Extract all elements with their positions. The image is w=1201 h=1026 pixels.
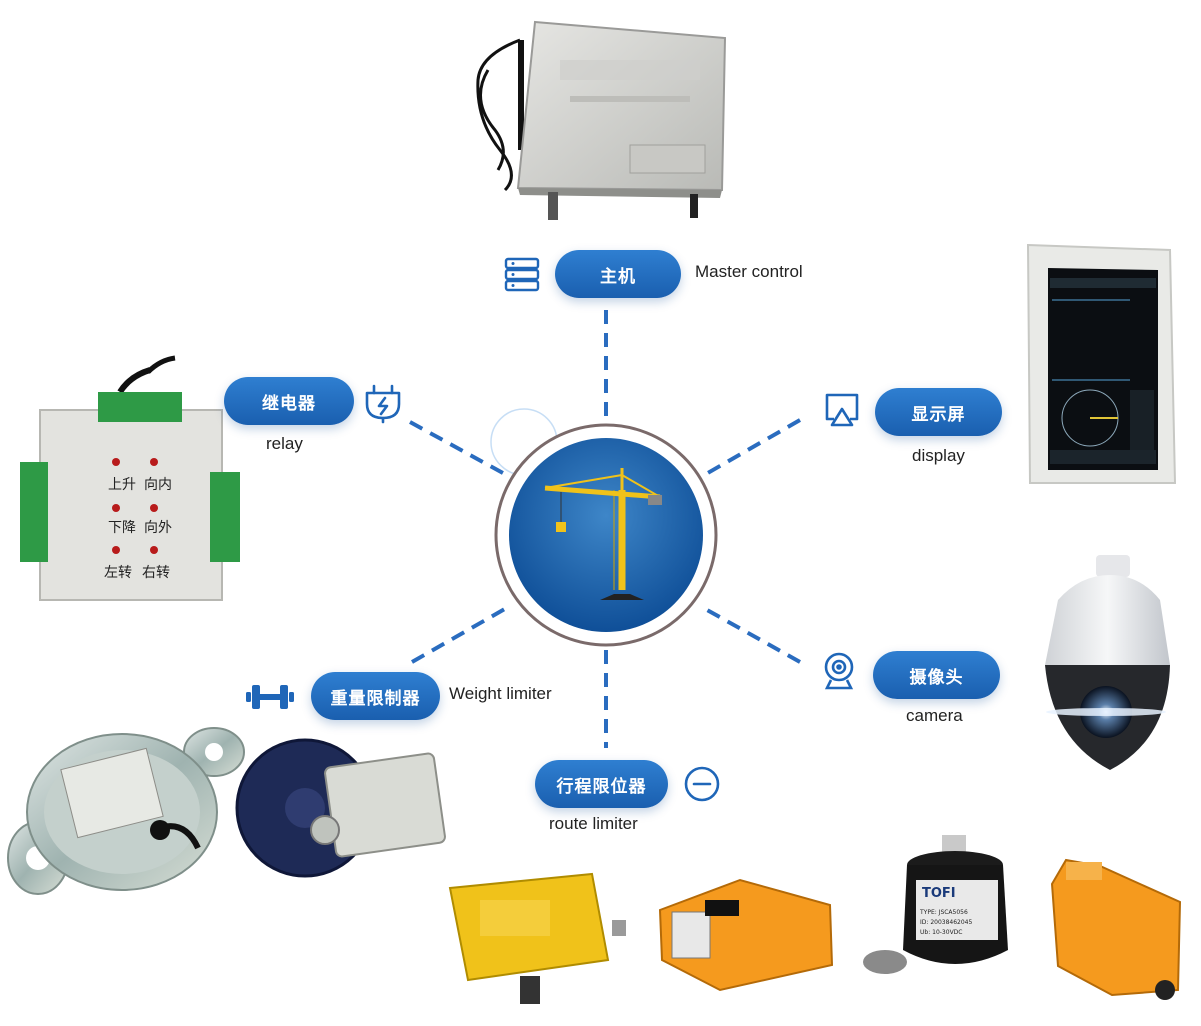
minus-circle-icon	[684, 766, 720, 802]
connector-display	[705, 418, 801, 476]
server-icon	[504, 257, 540, 292]
master-control-pill: 主机	[555, 250, 681, 298]
relay-label-up: 上升	[108, 477, 136, 493]
encoder-type: TYPE: JSCA5056	[919, 909, 968, 916]
display-en: display	[912, 446, 965, 465]
relay-label-left: 左转	[104, 565, 132, 581]
master-control-cn: 主机	[600, 266, 636, 287]
connector-weight	[411, 604, 511, 664]
route-limiter-pill: 行程限位器	[535, 760, 668, 808]
connector-relay	[409, 420, 513, 480]
encoder-ub: Ub: 10-30VDC	[920, 929, 962, 936]
weight-limiter-en: Weight limiter	[449, 684, 552, 703]
relay-label-out: 向外	[144, 520, 172, 536]
relay-label-down: 下降	[108, 520, 136, 536]
encoder-id: ID: 20038462045	[920, 919, 972, 926]
display-pill: 显示屏	[875, 388, 1002, 436]
camera-photo	[1045, 555, 1170, 770]
screen-cast-icon	[825, 393, 859, 427]
webcam-icon	[824, 652, 854, 690]
display-photo	[1026, 243, 1177, 484]
encoder-brand: TOFI	[922, 886, 956, 901]
relay-pill: 继电器	[224, 377, 354, 425]
weight-limiter-photo	[7, 727, 446, 895]
master-control-en: Master control	[695, 262, 803, 281]
camera-en: camera	[906, 706, 963, 725]
dumbbell-icon	[246, 685, 294, 709]
route-limiter-photos: TOFI TYPE: JSCA5056 ID: 20038462045 Ub: …	[448, 835, 1182, 1004]
relay-en: relay	[266, 434, 303, 453]
camera-pill: 摄像头	[873, 651, 1000, 699]
relay-label-right: 右转	[142, 565, 170, 581]
display-cn: 显示屏	[911, 404, 966, 425]
camera-cn: 摄像头	[909, 667, 964, 688]
route-limiter-cn: 行程限位器	[556, 776, 647, 797]
relay-cn: 继电器	[262, 393, 316, 414]
weight-limiter-pill: 重量限制器	[311, 672, 440, 720]
tower-crane	[544, 468, 662, 600]
master-control-photo	[476, 20, 727, 220]
plug-icon	[365, 384, 401, 424]
connector-camera	[699, 604, 801, 664]
weight-limiter-cn: 重量限制器	[330, 688, 421, 709]
center-hub	[490, 408, 718, 647]
route-limiter-en: route limiter	[549, 814, 638, 833]
relay-photo: 上升 向内 下降 向外 左转 右转	[20, 355, 240, 601]
connector-lines	[409, 310, 801, 748]
relay-label-in: 向内	[144, 477, 172, 493]
